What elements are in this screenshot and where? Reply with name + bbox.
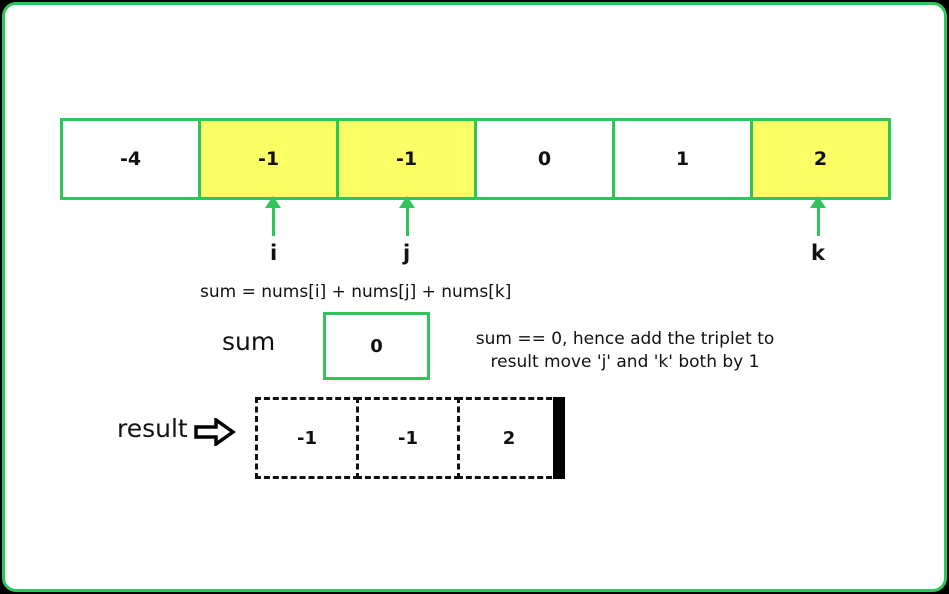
- sum-label: sum: [222, 327, 276, 356]
- pointer-i-label: i: [270, 241, 278, 265]
- array-cell-1: -1: [198, 118, 339, 200]
- pointer-j-arrow-icon: [399, 196, 415, 236]
- note-line-1: sum == 0, hence add the triplet to: [475, 329, 775, 349]
- note-line-2: result move 'j' and 'k' both by 1: [490, 352, 760, 372]
- pointer-k-arrow-icon: [810, 196, 826, 236]
- array-cell-2: -1: [336, 118, 477, 200]
- sum-formula: sum = nums[i] + nums[j] + nums[k]: [200, 282, 512, 302]
- pointer-k-label: k: [811, 241, 825, 265]
- result-cell-0: -1: [255, 397, 359, 479]
- result-cell-1: -1: [356, 397, 460, 479]
- result-cell-2: 2: [457, 397, 561, 479]
- array-cell-0: -4: [60, 118, 201, 200]
- sum-value-box: 0: [323, 312, 430, 380]
- result-label: result: [117, 414, 188, 443]
- explanation-note: sum == 0, hence add the triplet to resul…: [470, 328, 780, 374]
- result-array: -1 -1 2: [255, 397, 561, 479]
- array-cell-4: 1: [612, 118, 753, 200]
- array-cell-5: 2: [750, 118, 891, 200]
- hollow-right-arrow-icon: [194, 418, 236, 446]
- array-cell-3: 0: [474, 118, 615, 200]
- pointer-i-arrow-icon: [265, 196, 281, 236]
- nums-array: -4 -1 -1 0 1 2: [60, 118, 891, 200]
- result-end-bar: [553, 397, 565, 479]
- pointer-j-label: j: [403, 241, 411, 265]
